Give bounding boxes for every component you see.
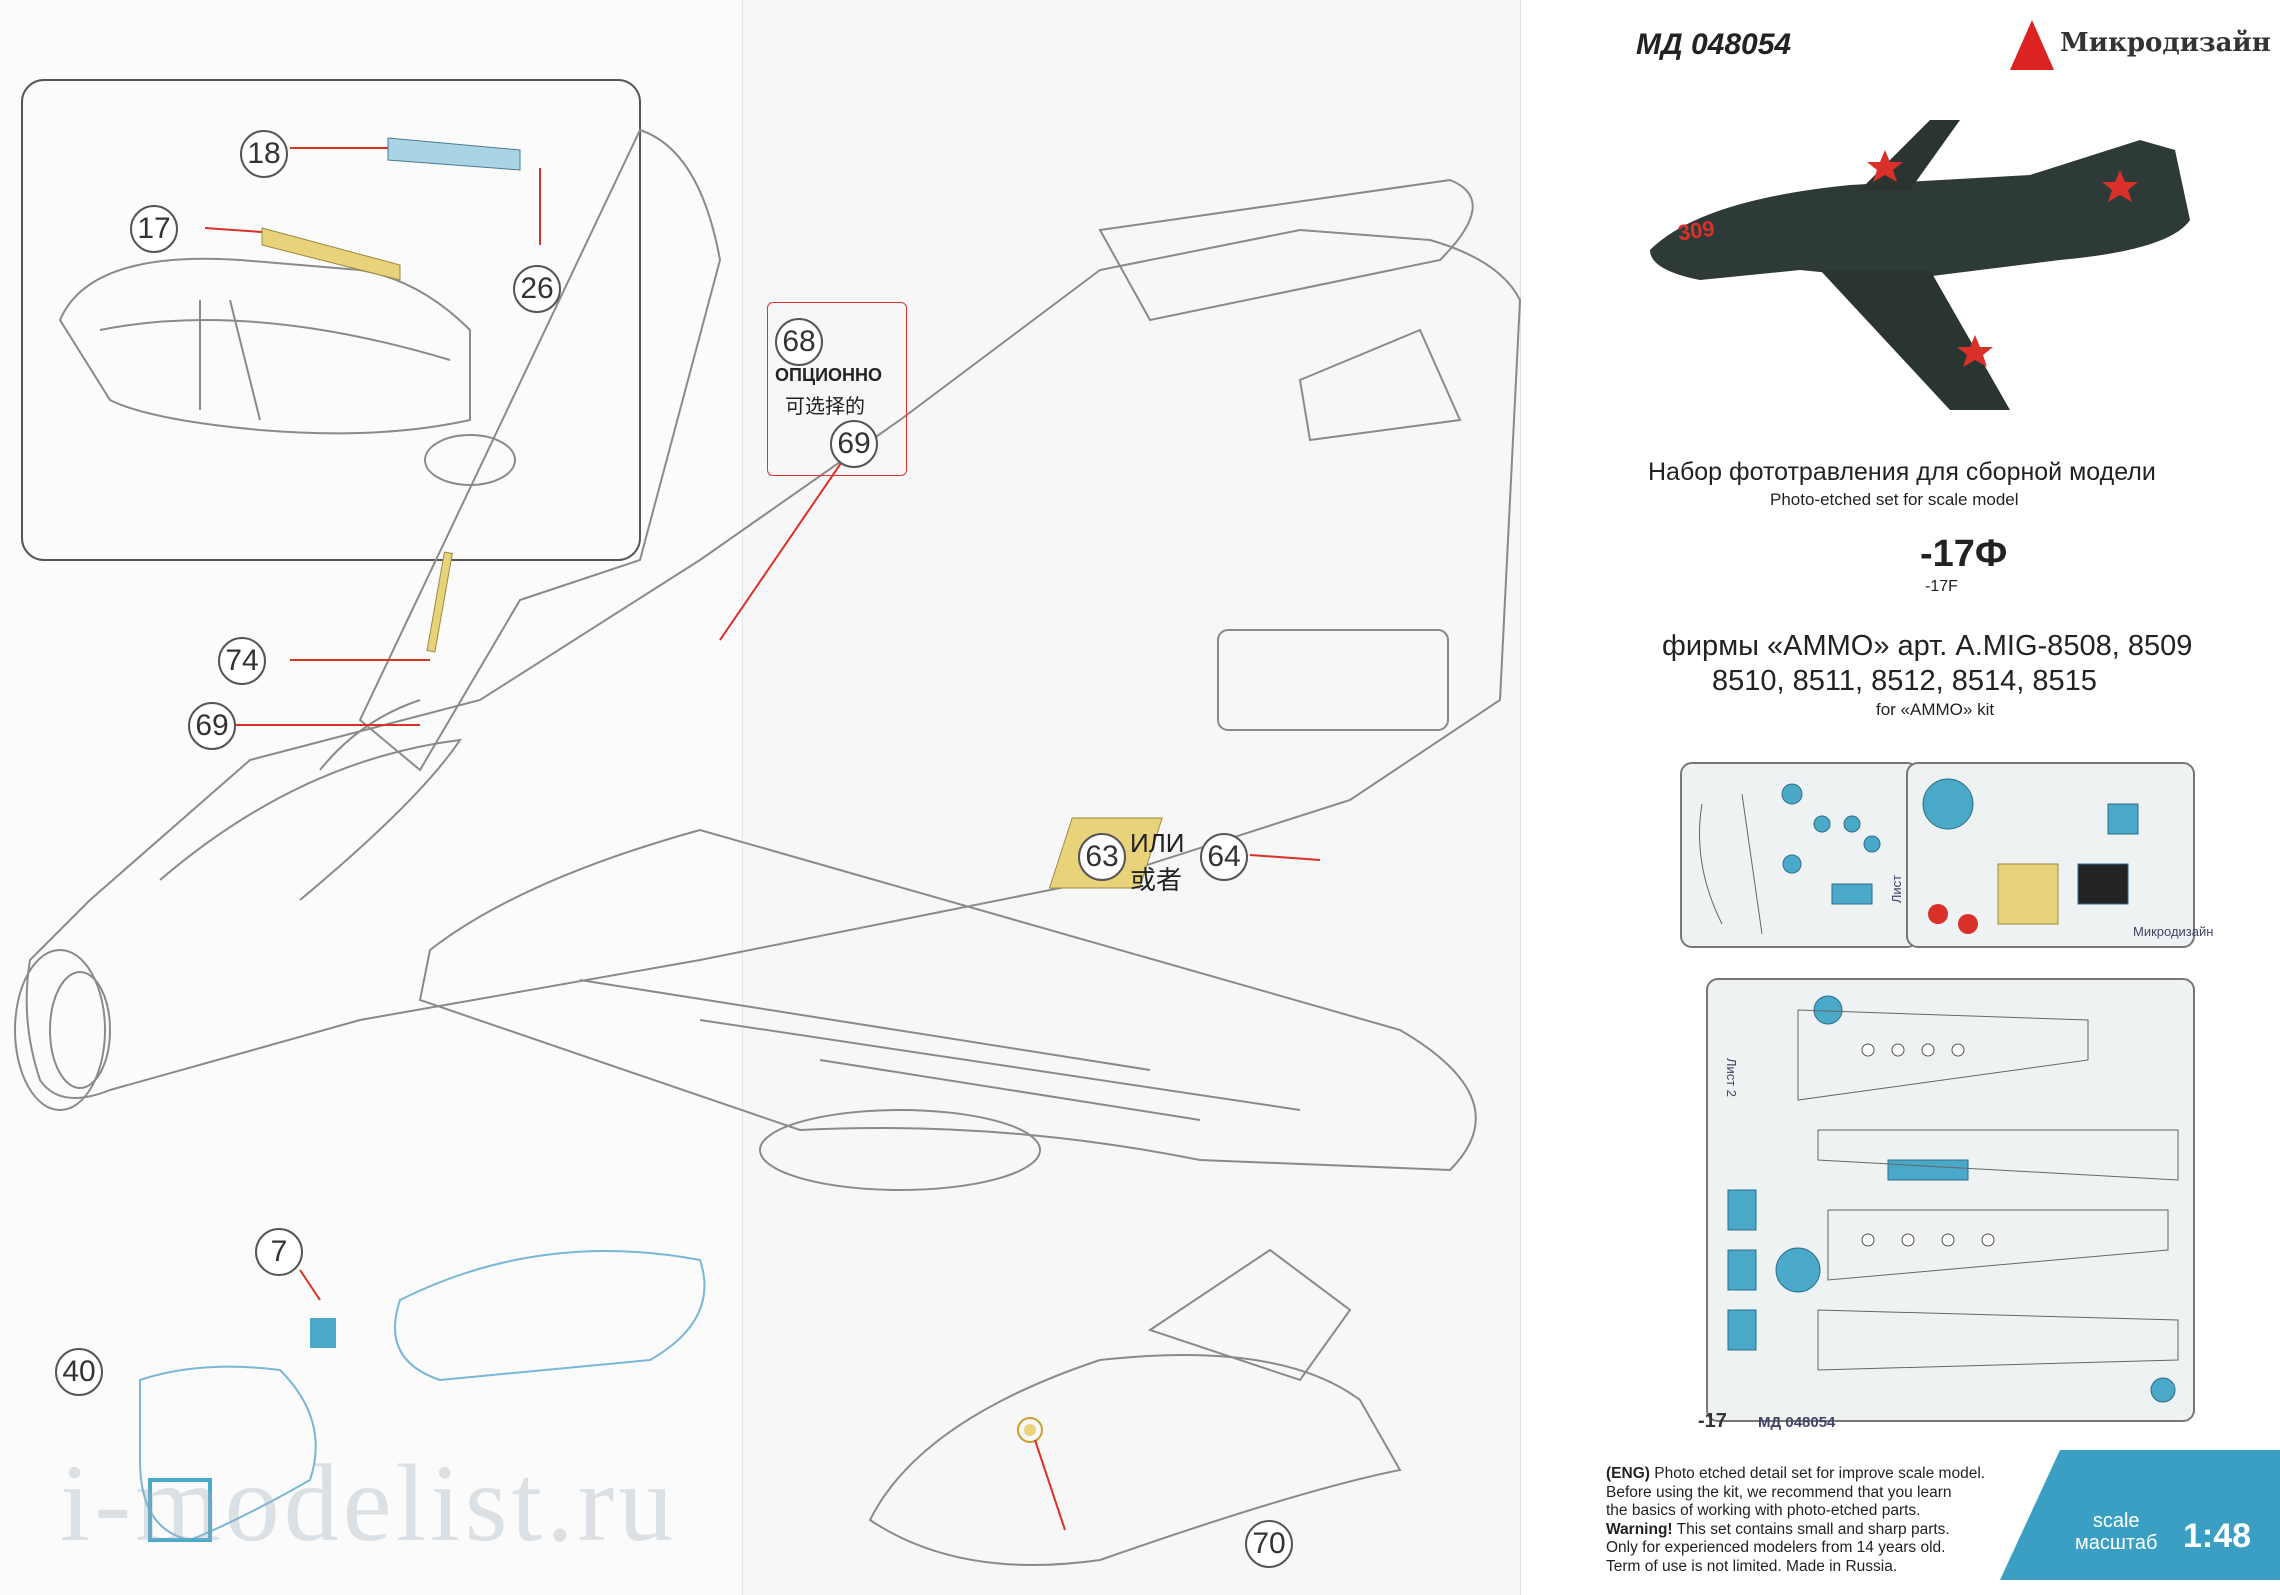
model-ru: -17Ф [1920,533,2008,575]
callout-part-69: 69 [188,702,236,750]
intake-ring [14,949,106,1111]
callout-part-17: 17 [130,205,178,253]
fret-sheet-1: Лист 3 [1680,762,1919,948]
notes-warning-tag: Warning! [1606,1520,1673,1538]
fret-sheet-2: Микродизайн [1906,762,2213,948]
callout-part-70: 70 [1245,1520,1293,1568]
tail-fin [358,128,722,772]
canopy-windscreen [139,1365,317,1542]
scale-label-ru: масштаб [2075,1532,2158,1554]
callout-part-68: 68 [775,318,823,366]
notes-warning-text: This set contains small and sharp parts. [1676,1520,1950,1538]
alternative-label-cn: 或者 [1130,865,1183,895]
scale-value: 1:48 [2183,1517,2252,1555]
scale-label: scale масштаб [2075,1510,2157,1554]
optional-parts-box [767,302,907,476]
callout-part-64: 64 [1200,833,1248,881]
detail-inset-frame [21,79,641,561]
fuselage-outline [25,228,1522,1099]
fret-bottom-code: МД 048054 [1758,1414,1836,1431]
fret-bottom-left-label: -17 [1698,1410,1727,1432]
side-panel [1217,629,1449,731]
callout-part-40: 40 [55,1348,103,1396]
scale-banner-bg [2000,1450,2280,1580]
fret-sheet-3: -17 МД 048054 Лист 2 [1698,978,2195,1432]
fret-sheet2-label: Лист 2 [1724,1057,1740,1098]
aircraft-marking: 309 [1676,215,1717,246]
title-en: Photo-etched set for scale model [1770,490,2019,509]
optional-label-cn: 可选择的 [785,396,865,418]
scale-label-en: scale [2092,1510,2140,1532]
drop-tank [759,1109,1041,1191]
canopy-hood [394,1250,706,1382]
notes-eng-tag: (ENG) [1606,1465,1650,1482]
maker-ru-line1: фирмы «АММО» арт. A.MIG-8508, 8509 [1662,630,2193,662]
alternative-label-ru: ИЛИ [1130,828,1185,858]
callout-part-63: 63 [1078,833,1126,881]
maker-en: for «AMMO» kit [1876,700,1995,719]
wing-outline [418,828,1477,1172]
title-ru: Набор фототравления для сборной модели [1648,458,2156,486]
nose-section [868,1354,1402,1566]
notes-line5: Only for experienced modelers from 14 ye… [1606,1539,1946,1556]
watermark: i-modelist.ru [60,1442,678,1564]
callout-part-74: 74 [218,637,266,685]
callout-part-18: 18 [240,130,288,178]
callout-part-69-top: 69 [830,420,878,468]
notes-block: (ENG) Photo etched detail set for improv… [1606,1465,2026,1576]
notes-line6: Term of use is not limited. Made in Russ… [1606,1557,1898,1575]
notes-line2: Before using the kit, we recommend that … [1606,1483,1952,1501]
inset-cockpit [58,257,471,435]
callout-part-26: 26 [513,265,561,313]
optional-label-ru: ОПЦИОННО [775,365,883,385]
cockpit-frame [159,738,463,901]
model-en: -17F [1925,578,1958,595]
brand-name: Микродизайн [2060,28,2271,58]
aircraft-photo [1650,120,2190,410]
kit-code: МД 048054 [1636,28,1792,61]
callout-part-7: 7 [255,1228,303,1276]
notes-line3: the basics of working with photo-etched … [1606,1502,1921,1519]
brand-logo-icon [2010,20,2054,70]
instruction-page-middle [742,0,1521,1595]
fret-brand-small: Микродизайн [2133,924,2214,939]
notes-eng-text: Photo etched detail set for improve scal… [1654,1465,1986,1482]
maker-ru-line2: 8510, 8511, 8512, 8514, 8515 [1712,665,2097,697]
